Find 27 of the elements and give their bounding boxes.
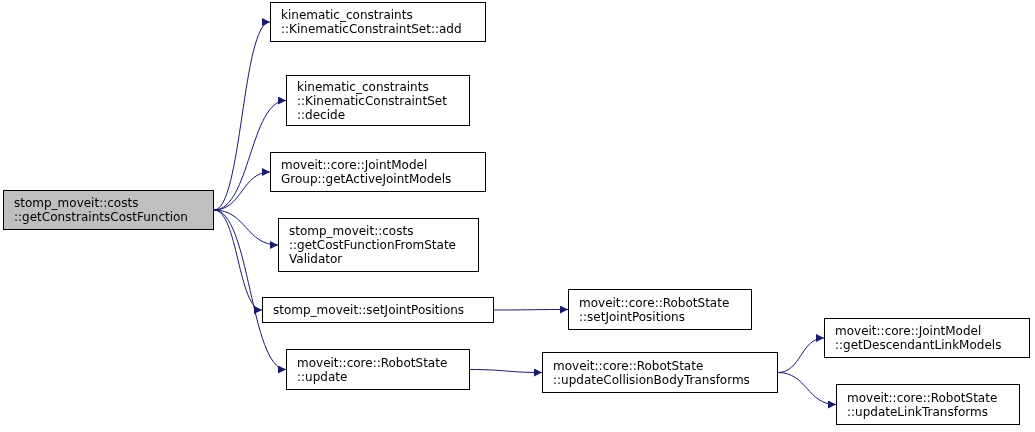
- function-box: [286, 75, 470, 126]
- call-arrow: [493, 305, 569, 314]
- function-box: [278, 218, 479, 272]
- function-name: moveit::core::JointModel ::getDescendantLinkModels: [835, 324, 1003, 352]
- function-box: [3, 190, 214, 230]
- function-box: [262, 297, 494, 323]
- function-name: moveit::core::RobotState ::update: [297, 355, 449, 384]
- function-box: [270, 152, 486, 192]
- function-name: moveit::core::JointModel Group::getActiveJointModels: [281, 158, 453, 186]
- call-arrow: [213, 168, 271, 211]
- function-name: stomp_moveit::setJointPositions: [273, 303, 465, 317]
- function-box: [286, 349, 470, 390]
- function-box: [568, 289, 752, 330]
- function-box: [542, 352, 778, 393]
- function-name: moveit::core::RobotState ::setJointPositions: [579, 295, 731, 324]
- function-box: [836, 384, 1020, 425]
- function-name: stomp_moveit::costs ::getCostFunctionFromState Validator: [289, 224, 457, 266]
- call-arrow: [777, 372, 837, 408]
- function-name: stomp_moveit::costs ::getConstraintsCostFunction: [14, 196, 189, 224]
- function-name: moveit::core::RobotState ::updateCollisionBodyTransforms: [553, 358, 751, 387]
- function-box: [270, 2, 486, 42]
- function-name: kinematic_constraints ::KinematicConstraintSet ::decide: [297, 79, 448, 122]
- call-arrow: [213, 209, 287, 371]
- function-name: moveit::core::RobotState ::updateLinkTransforms: [847, 390, 999, 419]
- function-name: kinematic_constraints ::KinematicConstraintSet::add: [281, 8, 463, 36]
- call-arrow: [469, 368, 543, 377]
- function-box: [824, 318, 1030, 358]
